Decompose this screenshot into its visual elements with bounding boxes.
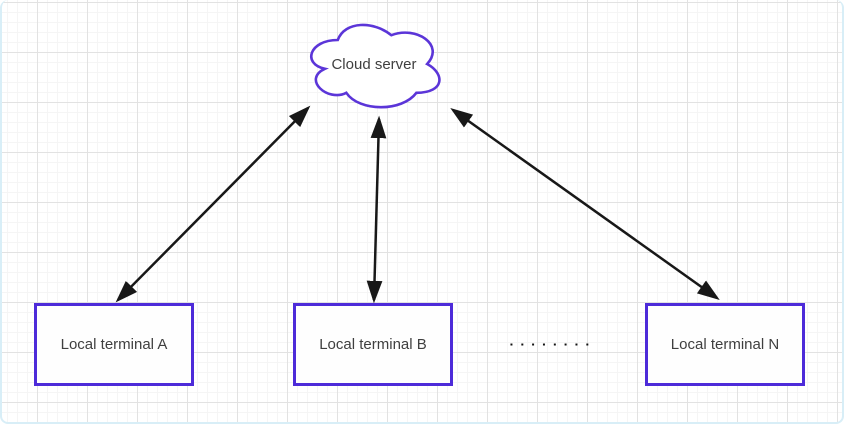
node-local-terminal-b[interactable]: Local terminal B: [293, 303, 453, 386]
cloud-server-node[interactable]: [310, 23, 441, 109]
edge-cloud-terminal-n[interactable]: [450, 108, 720, 300]
local-terminal-a-label: Local terminal A: [60, 336, 168, 353]
edge-cloud-terminal-b[interactable]: [366, 115, 387, 304]
node-local-terminal-a[interactable]: Local terminal A: [34, 303, 194, 386]
edge-cloud-terminal-a[interactable]: [115, 105, 311, 303]
local-terminal-b-label: Local terminal B: [319, 336, 427, 353]
ellipsis-dots[interactable]: ▪▪▪▪▪▪▪▪: [510, 339, 597, 349]
node-local-terminal-n[interactable]: Local terminal N: [645, 303, 805, 386]
local-terminal-n-label: Local terminal N: [670, 336, 780, 353]
cloud-server-label: Cloud server: [331, 55, 417, 73]
